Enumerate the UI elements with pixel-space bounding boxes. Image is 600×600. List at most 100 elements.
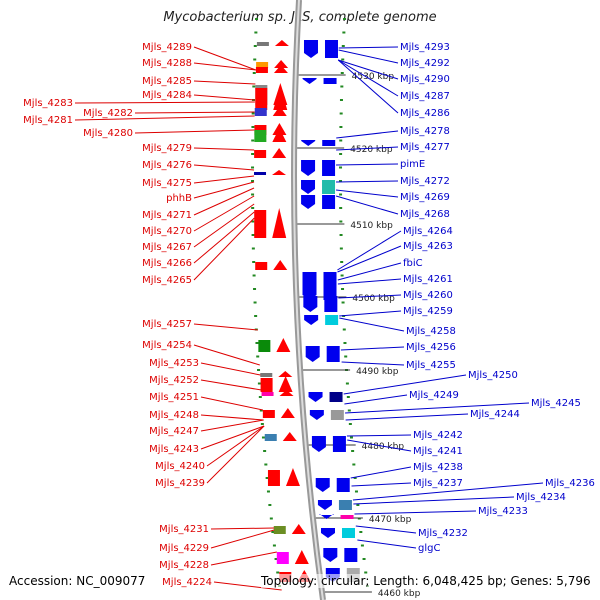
gene-label-left[interactable]: Mjls_4280	[83, 128, 133, 139]
gene-label-left[interactable]: Mjls_4284	[142, 90, 192, 101]
gene-label-right[interactable]: Mjls_4292	[400, 58, 450, 69]
leader-line	[193, 203, 255, 248]
gene-label-right[interactable]: Mjls_4245	[531, 398, 581, 409]
gene-label-left[interactable]: Mjls_4254	[142, 340, 192, 351]
gene-arrow-down	[319, 514, 334, 519]
gene-label-left[interactable]: Mjls_4283	[23, 98, 73, 109]
gene-label-right[interactable]: Mjls_4256	[406, 342, 456, 353]
kbp-label: 4480 kbp	[362, 442, 405, 452]
leader-line	[353, 496, 515, 505]
gene-label-right[interactable]: Mjls_4249	[409, 390, 459, 401]
tick-mark	[339, 166, 343, 169]
gene-arrow-down	[301, 140, 316, 146]
tick-mark	[339, 207, 343, 209]
gene-label-right[interactable]: glgC	[418, 543, 440, 554]
gene-label-left[interactable]: Mjls_4240	[155, 461, 205, 472]
gene-block	[324, 40, 338, 58]
tick-mark	[252, 274, 256, 277]
gene-label-left[interactable]: Mjls_4229	[159, 543, 209, 554]
gene-label-left[interactable]: Mjls_4267	[142, 242, 192, 253]
tick-mark	[251, 112, 255, 115]
gene-label-left[interactable]: Mjls_4253	[149, 358, 199, 369]
gene-label-right[interactable]: Mjls_4241	[413, 446, 463, 457]
gene-label-left[interactable]: Mjls_4265	[142, 275, 192, 286]
gene-block	[256, 62, 269, 68]
leader-line	[210, 551, 277, 566]
gene-label-right[interactable]: Mjls_4263	[403, 241, 453, 252]
gene-label-left[interactable]: Mjls_4247	[149, 426, 199, 437]
gene-label-right[interactable]: Mjls_4258	[406, 326, 456, 337]
tick-mark	[345, 382, 349, 385]
gene-label-left[interactable]: Mjls_4276	[142, 160, 192, 171]
gene-label-left[interactable]: Mjls_4251	[149, 392, 199, 403]
gene-label-right[interactable]: Mjls_4233	[478, 506, 528, 517]
gene-label-right[interactable]: Mjls_4237	[413, 478, 463, 489]
gene-label-left[interactable]: Mjls_4279	[142, 143, 192, 154]
tick-mark	[274, 558, 278, 560]
gene-label-right[interactable]: Mjls_4234	[516, 492, 566, 503]
gene-label-right[interactable]: Mjls_4277	[400, 142, 450, 153]
leader-line	[200, 362, 261, 376]
leader-line	[347, 439, 412, 452]
tick-mark	[252, 72, 256, 74]
gene-label-left[interactable]: Mjls_4270	[142, 226, 192, 237]
leader-line	[193, 323, 258, 331]
gene-label-left[interactable]: Mjls_4252	[149, 375, 199, 386]
gene-label-left[interactable]: Mjls_4248	[149, 410, 199, 421]
gene-label-right[interactable]: Mjls_4264	[403, 226, 453, 237]
tick-mark	[272, 544, 276, 547]
gene-label-right[interactable]: Mjls_4278	[400, 126, 450, 137]
tick-mark	[343, 18, 347, 20]
gene-label-right[interactable]: Mjls_4287	[400, 91, 450, 102]
leader-line	[193, 187, 255, 216]
gene-label-right[interactable]: Mjls_4268	[400, 209, 450, 220]
gene-arrow-down	[303, 40, 318, 58]
gene-arrow-up	[274, 60, 289, 68]
tick-mark	[251, 166, 255, 169]
gene-label-left[interactable]: Mjls_4243	[149, 444, 199, 455]
gene-label-right[interactable]: Mjls_4261	[403, 274, 453, 285]
gene-label-left[interactable]: Mjls_4224	[162, 577, 212, 588]
gene-label-left[interactable]: Mjls_4281	[23, 115, 73, 126]
leader-line	[336, 146, 399, 151]
tick-mark	[362, 558, 366, 560]
gene-label-right[interactable]: fbiC	[403, 258, 423, 269]
gene-arrow-down	[301, 160, 316, 176]
gene-label-right[interactable]: Mjls_4242	[413, 430, 463, 441]
gene-label-right[interactable]: Mjls_4236	[545, 478, 595, 489]
gene-label-right[interactable]: Mjls_4259	[403, 306, 453, 317]
gene-label-left[interactable]: Mjls_4288	[142, 58, 192, 69]
tick-mark	[340, 72, 344, 74]
gene-label-left[interactable]: Mjls_4285	[142, 76, 192, 87]
gene-block	[324, 296, 338, 312]
gene-label-left[interactable]: Mjls_4257	[142, 319, 192, 330]
gene-label-right[interactable]: Mjls_4255	[406, 360, 456, 371]
gene-label-left[interactable]: Mjls_4271	[142, 210, 192, 221]
gene-label-left[interactable]: Mjls_4275	[142, 178, 192, 189]
gene-label-left[interactable]: phhB	[166, 193, 192, 204]
gene-label-left[interactable]: Mjls_4282	[83, 108, 133, 119]
gene-label-left[interactable]: Mjls_4228	[159, 560, 209, 571]
gene-label-right[interactable]: Mjls_4290	[400, 74, 450, 85]
gene-block	[254, 130, 267, 142]
gene-label-left[interactable]: Mjls_4231	[159, 524, 209, 535]
gene-arrow-up	[273, 65, 288, 73]
gene-label-right[interactable]: Mjls_4238	[413, 462, 463, 473]
gene-block	[322, 195, 336, 209]
gene-label-right[interactable]: Mjls_4269	[400, 192, 450, 203]
gene-label-right[interactable]: Mjls_4286	[400, 108, 450, 119]
gene-label-right[interactable]: Mjls_4244	[470, 409, 520, 420]
gene-label-right[interactable]: Mjls_4232	[418, 528, 468, 539]
leader-line	[335, 195, 399, 215]
gene-label-right[interactable]: Mjls_4260	[403, 290, 453, 301]
gene-label-left[interactable]: Mjls_4266	[142, 258, 192, 269]
gene-label-right[interactable]: Mjls_4272	[400, 176, 450, 187]
gene-label-right[interactable]: pimE	[400, 159, 425, 170]
gene-label-right[interactable]: Mjls_4250	[468, 370, 518, 381]
leader-line	[193, 46, 256, 71]
gene-label-left[interactable]: Mjls_4239	[155, 478, 205, 489]
gene-label-left[interactable]: Mjls_4289	[142, 42, 192, 53]
gene-arrow-down	[302, 78, 317, 84]
tick-mark	[360, 544, 364, 547]
gene-label-right[interactable]: Mjls_4293	[400, 42, 450, 53]
